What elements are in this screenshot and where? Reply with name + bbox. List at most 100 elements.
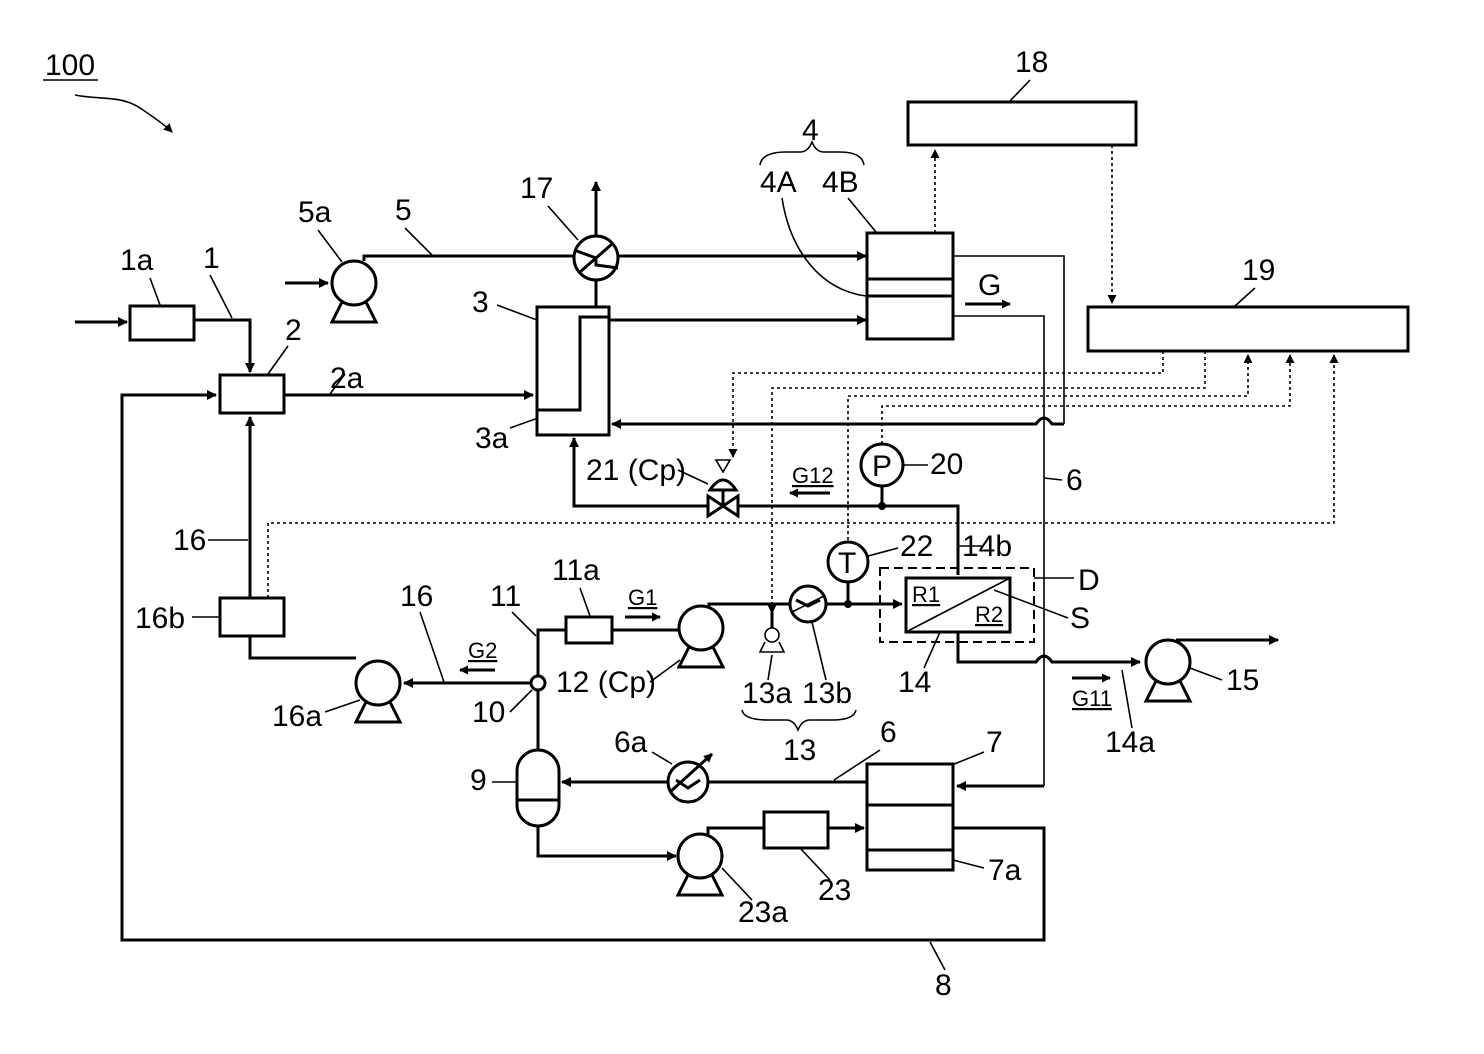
signal-22-to-19 [848,355,1248,540]
label-D: D [1078,564,1100,597]
pump-23a-icon [678,834,722,895]
label-14a: 14a [1105,726,1155,759]
leader-1 [210,275,232,318]
line-9-to-23a [538,826,676,856]
label-6a: 6a [614,726,648,759]
label-7a: 7a [988,854,1022,887]
label-23a: 23a [738,896,788,929]
flow-G1: G1 [628,585,657,610]
line-1 [194,320,250,372]
label-8: 8 [935,969,952,1002]
leader-4B [848,198,876,232]
pump-16a-icon [356,661,400,722]
leader-6 [1044,478,1062,480]
label-16a: 16a [272,700,322,733]
region-R1: R1 [912,582,940,607]
leader-18 [1010,80,1030,101]
pump-5a-icon [332,261,376,322]
component-11a [566,617,612,643]
label-20: 20 [930,448,963,481]
leader-7 [952,752,984,765]
label-3a: 3a [475,422,509,455]
flow-G2: G2 [468,638,497,663]
leader-17 [548,206,578,240]
component-1a [130,306,194,340]
component-16b [220,598,284,636]
box-18 [908,102,1136,145]
return-line-to-3a [612,418,1064,424]
pump-15-icon [1146,640,1190,701]
leader-6a [652,752,672,764]
leader-8 [930,942,945,970]
leader-3a [510,418,538,428]
label-6: 6 [1066,464,1083,497]
label-15: 15 [1226,664,1259,697]
label-21: 21 (Cp) [586,454,686,487]
label-22: 22 [900,530,933,563]
line-4B-out [953,256,1064,424]
region-R2: R2 [975,602,1003,627]
leader-22 [868,548,898,556]
label-23: 23 [818,874,851,907]
heater-13b-icon [790,586,826,622]
signal-19-to-21 [733,351,1163,457]
leader-16-lower [420,612,444,682]
pump-13a-icon [760,628,784,652]
label-7: 7 [986,726,1003,759]
leader-10 [510,690,532,712]
label-13a: 13a [742,677,792,710]
system-pointer [75,95,172,132]
sensor-22-symbol: T [838,547,856,580]
label-3: 3 [472,286,489,319]
leader-5 [405,228,432,255]
line-23a-to-23 [708,828,764,835]
leader-5a [318,230,342,262]
box-19 [1088,307,1408,351]
valve-21-icon [708,460,738,516]
heater-6a-icon [668,754,712,802]
unit-2 [220,375,284,413]
leader-4A [782,198,866,296]
leader-23a [722,868,752,900]
sensor-20-tap [878,502,886,510]
leader-1a [150,278,160,305]
label-4B: 4B [822,166,859,199]
label-1: 1 [203,242,220,275]
label-5a: 5a [298,196,332,229]
label-9: 9 [470,764,487,797]
label-10: 10 [472,696,505,729]
flow-G12: G12 [792,463,834,488]
label-16-lower: 16 [400,580,433,613]
leader-7a [953,860,984,868]
line-16a-to-16b [250,636,356,658]
line-12-to-13b [709,604,790,607]
label-11a: 11a [552,554,600,587]
tank-9-icon [517,750,559,826]
label-5: 5 [395,194,412,227]
leader-3 [497,305,537,320]
leader-19 [1235,288,1255,306]
label-16: 16 [173,524,206,557]
leader-11 [512,612,536,636]
label-11: 11 [490,580,521,613]
label-18: 18 [1015,46,1048,79]
unit-3 [537,307,609,435]
label-12: 12 (Cp) [556,666,656,699]
cooler-17-icon [574,236,618,280]
label-6-lower: 6 [880,716,897,749]
leader-14a [1122,670,1132,728]
component-23 [764,812,828,848]
system-label: 100 [45,49,95,82]
label-4: 4 [802,114,819,147]
label-16b: 16b [135,602,185,635]
unit-4 [867,233,953,339]
label-S: S [1070,602,1090,635]
leader-23 [800,848,830,880]
label-14: 14 [898,666,931,699]
unit-7 [867,764,953,870]
line-14a [958,632,1140,662]
flow-G: G [978,269,1001,302]
brace-13 [742,710,856,730]
sensor-20-symbol: P [872,450,892,483]
